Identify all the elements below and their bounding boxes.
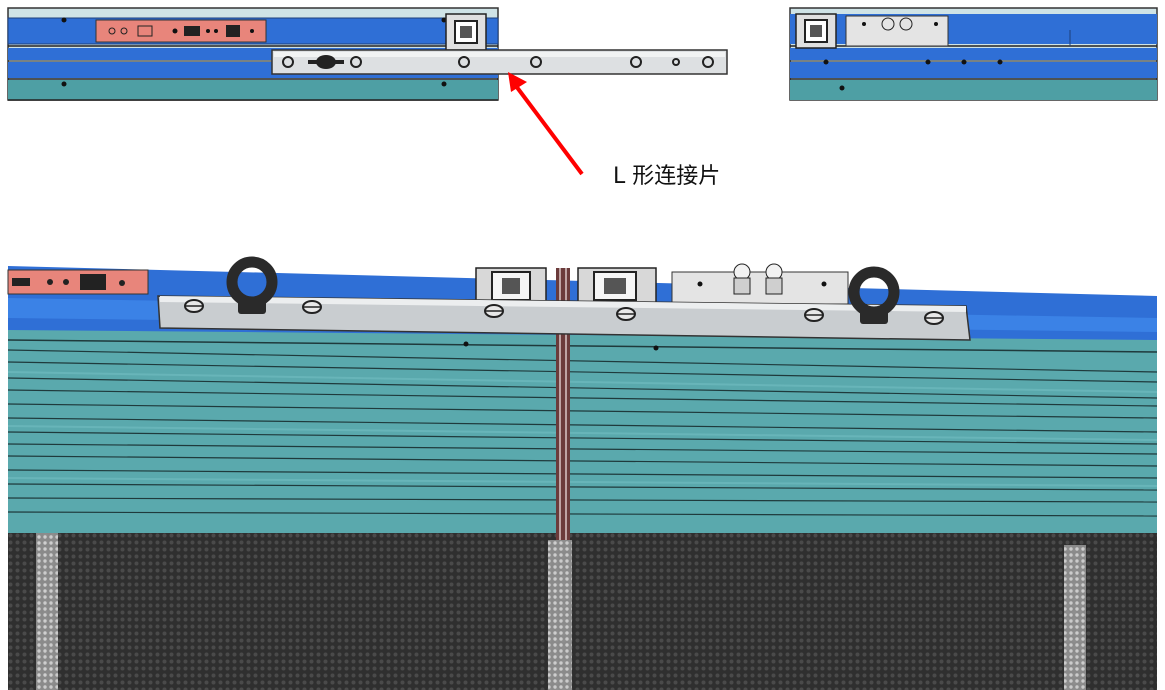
l-connector-plate-bottom xyxy=(157,295,971,341)
connector-panel xyxy=(7,269,149,295)
center-seam xyxy=(556,268,570,540)
network-connector-icon xyxy=(445,13,487,51)
callout-arrow xyxy=(508,72,584,176)
bottom-cabinet-assembly xyxy=(7,256,1158,690)
top-right-cabinet xyxy=(789,7,1158,101)
indicator-panel xyxy=(845,15,949,47)
eyebolt-icon xyxy=(226,256,278,314)
network-connector-icon xyxy=(475,267,547,305)
callout-label: L 形连接片 xyxy=(613,164,720,189)
network-connector-icon xyxy=(577,267,657,305)
network-connector-icon xyxy=(795,13,837,49)
arrow-icon xyxy=(508,72,527,92)
eyebolt-icon xyxy=(848,266,900,324)
l-connector-plate-top xyxy=(271,49,728,75)
latch-handle xyxy=(308,55,344,69)
led-panel xyxy=(8,533,1157,690)
connector-panel xyxy=(95,19,267,43)
indicator-panel xyxy=(671,263,849,305)
